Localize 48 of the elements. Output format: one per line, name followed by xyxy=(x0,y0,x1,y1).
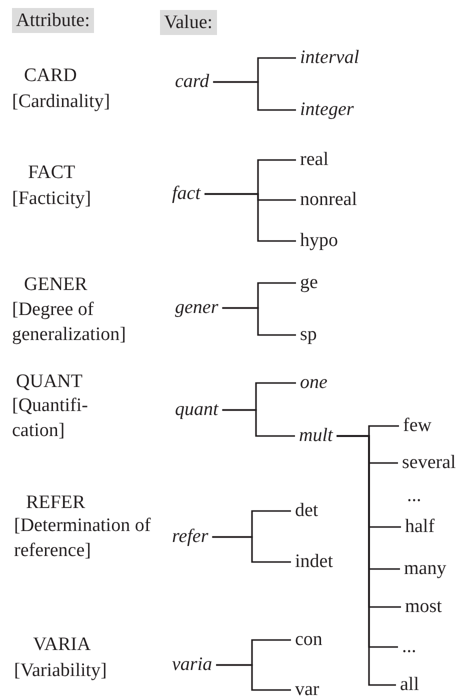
column-header: Attribute: xyxy=(12,8,94,33)
value-text: most xyxy=(405,596,442,618)
value-text: card xyxy=(175,71,210,93)
value-text: var xyxy=(295,679,320,700)
attribute-label: REFER xyxy=(26,491,86,515)
value-text: indet xyxy=(295,551,333,573)
value-text: varia xyxy=(172,654,212,676)
value-text: few xyxy=(403,415,432,437)
value-text: several xyxy=(402,452,456,474)
value-text: interval xyxy=(300,47,360,69)
value-text: fact xyxy=(172,183,200,205)
attribute-label: ... xyxy=(407,484,422,508)
value-text: all xyxy=(400,674,419,696)
value-text: det xyxy=(295,500,318,522)
value-text: mult xyxy=(299,425,333,447)
value-text: ge xyxy=(300,272,318,294)
value-text: refer xyxy=(172,526,208,548)
value-text: con xyxy=(295,629,322,651)
tree-connector xyxy=(222,409,295,437)
tree-connector xyxy=(216,664,291,691)
value-text: ... xyxy=(402,636,416,658)
attribute-label: [Facticity] xyxy=(12,187,92,211)
value-text: integer xyxy=(300,99,354,121)
column-header: Value: xyxy=(160,10,217,35)
tree-connector xyxy=(336,435,396,686)
attribute-label: [Cardinality] xyxy=(12,90,110,114)
attribute-label: GENER xyxy=(24,273,88,297)
value-text: sp xyxy=(300,324,317,346)
value-text: one xyxy=(300,372,328,394)
value-text: many xyxy=(404,558,446,580)
attribute-label: [Quantifi- cation] xyxy=(12,394,89,443)
value-text: real xyxy=(300,149,328,171)
tree-connector xyxy=(212,536,291,563)
tree-connector xyxy=(222,307,296,336)
value-text: gener xyxy=(175,297,218,319)
attribute-label: VARIA xyxy=(33,633,91,657)
attribute-label: FACT xyxy=(28,161,76,185)
attribute-label: [Determination of reference] xyxy=(14,514,152,563)
value-text: half xyxy=(405,516,435,538)
tree-connector xyxy=(204,193,296,242)
attribute-label: CARD xyxy=(24,64,77,88)
tree-connector xyxy=(213,81,296,111)
value-text: hypo xyxy=(300,230,338,252)
value-text: nonreal xyxy=(300,189,357,211)
attribute-label: [Degree of generalization] xyxy=(12,298,127,347)
attribute-label: [Variability] xyxy=(14,659,107,683)
value-text: quant xyxy=(175,399,218,421)
attribute-label: QUANT xyxy=(16,370,82,394)
